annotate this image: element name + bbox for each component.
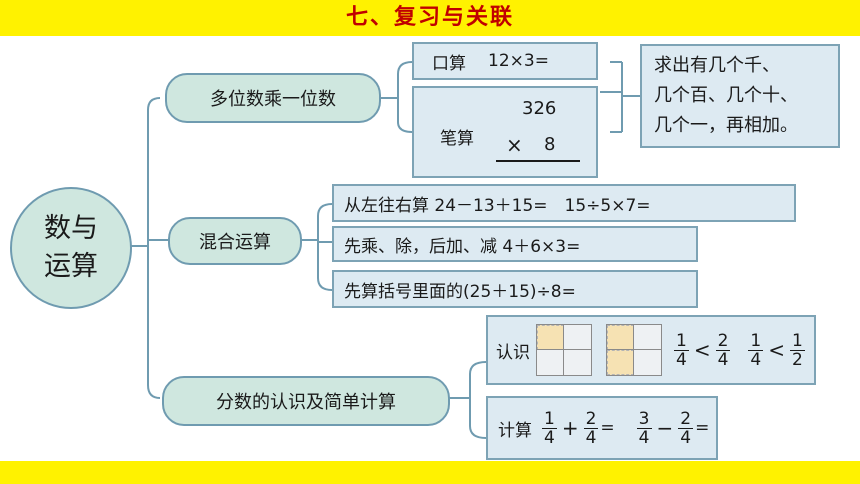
fraction-grid-half (606, 324, 662, 376)
root-node: 数与 运算 (10, 187, 132, 309)
written-top: 326 (522, 98, 557, 119)
node-mixed-label: 混合运算 (199, 232, 271, 253)
root-line2: 运算 (44, 251, 98, 282)
recognize-label: 认识 (496, 342, 530, 363)
rule-2-text: 先乘、除，后加、减 4＋6×3= (344, 236, 581, 257)
written-label: 笔算 (440, 129, 474, 149)
written-bottom: 8 (544, 134, 556, 155)
root-line1: 数与 (44, 213, 98, 244)
node-fractions: 分数的认识及简单计算 (162, 376, 450, 426)
note-line1: 求出有几个千、 (654, 55, 780, 76)
oral-label: 口算 (432, 53, 466, 74)
oral-expr: 12×3= (488, 51, 549, 71)
rule-1-text: 从左往右算 24－13＋15= 15÷5×7= (344, 195, 651, 216)
footer-bar (0, 461, 860, 484)
note-line2: 几个百、几个十、 (654, 85, 798, 106)
box-oral: 口算 12×3= (412, 42, 598, 80)
box-rule-3: 先算括号里面的(25＋15)÷8= (332, 270, 698, 308)
page-title: 七、复习与关联 (345, 5, 514, 30)
fraction-grid-quarter (536, 324, 592, 376)
written-op: × (506, 133, 523, 157)
node-mixed: 混合运算 (168, 217, 302, 265)
box-rule-1: 从左往右算 24－13＋15= 15÷5×7= (332, 184, 796, 222)
header-bar (0, 0, 860, 36)
note-line3: 几个一，再相加。 (654, 115, 798, 136)
node-fractions-label: 分数的认识及简单计算 (216, 392, 396, 413)
node-multiply: 多位数乘一位数 (165, 73, 381, 123)
box-written: 笔算 326 × 8 (412, 86, 598, 178)
box-note: 求出有几个千、 几个百、几个十、 几个一，再相加。 (640, 44, 840, 148)
node-multiply-label: 多位数乘一位数 (210, 89, 336, 110)
written-underline (496, 160, 580, 162)
calculate-label: 计算 (498, 420, 532, 441)
rule-3-text: 先算括号里面的(25＋15)÷8= (344, 281, 576, 302)
box-rule-2: 先乘、除，后加、减 4＋6×3= (332, 226, 698, 262)
